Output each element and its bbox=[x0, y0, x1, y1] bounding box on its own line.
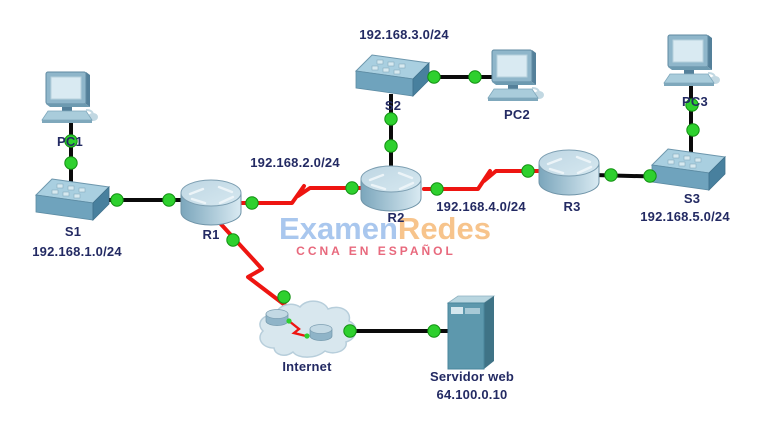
watermark-title-right: Redes bbox=[397, 211, 491, 246]
label-r1: R1 bbox=[202, 227, 220, 242]
label-s2: S2 bbox=[384, 98, 402, 113]
device-s1-icon[interactable] bbox=[35, 178, 110, 221]
watermark-title-left: Examen bbox=[279, 211, 398, 246]
label-s3: S3 bbox=[683, 191, 701, 206]
label-network-lan5: 192.168.5.0/24 bbox=[640, 209, 730, 224]
device-internet-cloud-icon[interactable] bbox=[258, 299, 358, 359]
label-server: Servidor web bbox=[429, 369, 515, 384]
label-r3: R3 bbox=[563, 199, 581, 214]
label-s1: S1 bbox=[64, 224, 82, 239]
device-r1-icon[interactable] bbox=[179, 178, 243, 227]
label-network-wan2: 192.168.2.0/24 bbox=[250, 155, 340, 170]
device-r3-icon[interactable] bbox=[537, 148, 601, 197]
label-network-lan1: 192.168.1.0/24 bbox=[32, 244, 122, 259]
label-network-lan3: 192.168.3.0/24 bbox=[359, 27, 449, 42]
watermark-subtitle: CCNA EN ESPAÑOL bbox=[296, 244, 456, 258]
label-internet: Internet bbox=[282, 359, 332, 374]
device-r2-icon[interactable] bbox=[359, 164, 423, 213]
link-r1-r2-serial[interactable] bbox=[240, 184, 370, 205]
link-r1-internet-serial[interactable] bbox=[217, 220, 300, 317]
device-pc3-icon[interactable] bbox=[663, 34, 721, 87]
label-r2: R2 bbox=[387, 210, 405, 225]
device-pc1-icon[interactable] bbox=[41, 71, 99, 124]
device-pc2-icon[interactable] bbox=[487, 49, 545, 102]
device-s3-icon[interactable] bbox=[651, 148, 726, 191]
label-pc1: PC1 bbox=[57, 134, 83, 149]
label-pc2: PC2 bbox=[504, 107, 530, 122]
label-server-ip: 64.100.0.10 bbox=[436, 387, 508, 402]
link-r2-r3-serial[interactable] bbox=[422, 169, 547, 191]
label-network-wan4: 192.168.4.0/24 bbox=[436, 199, 526, 214]
watermark-title: ExamenRedes bbox=[279, 213, 491, 244]
device-server-icon[interactable] bbox=[447, 295, 495, 370]
label-pc3: PC3 bbox=[682, 94, 708, 109]
device-s2-icon[interactable] bbox=[355, 54, 430, 97]
